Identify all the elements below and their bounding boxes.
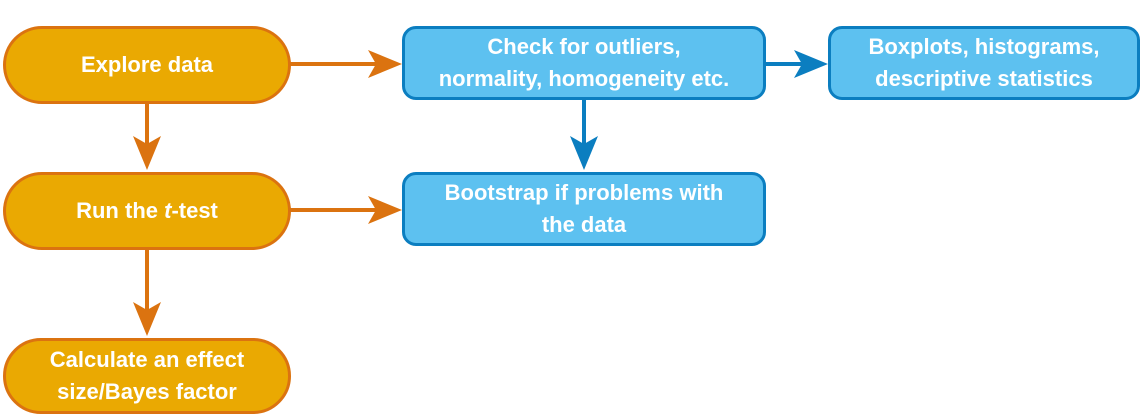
label-part: -test (171, 198, 218, 223)
node-bootstrap: Bootstrap if problems with the data (402, 172, 766, 246)
edge-check-to-bootstrap (570, 100, 598, 170)
arrowhead (133, 136, 161, 170)
edge-explore-to-check (290, 50, 402, 78)
node-run-t-test: Run the t-test (3, 172, 291, 250)
node-calculate-effect-size: Calculate an effect size/Bayes factor (3, 338, 291, 414)
node-calculate-effect-size-label: Calculate an effect size/Bayes factor (49, 347, 245, 404)
label-italic-part: t (164, 198, 172, 223)
arrowhead (133, 302, 161, 336)
arrowhead (368, 196, 402, 224)
node-explore-data: Explore data (3, 26, 291, 104)
edge-ttest-to-effect (133, 248, 161, 336)
node-bootstrap-label: Bootstrap if problems with the data (444, 180, 724, 237)
node-run-t-test-label: Run the t-test (76, 195, 218, 227)
node-check-assumptions: Check for outliers, normality, homogenei… (402, 26, 766, 100)
node-check-assumptions-label: Check for outliers, normality, homogenei… (438, 34, 730, 91)
node-boxplots-histograms-label: Boxplots, histograms, descriptive statis… (868, 34, 1100, 91)
edge-ttest-to-bootstrap (290, 196, 402, 224)
edge-check-to-boxplots (766, 50, 828, 78)
edge-explore-to-ttest (133, 103, 161, 170)
arrowhead (570, 136, 598, 170)
arrowhead (794, 50, 828, 78)
node-explore-data-label: Explore data (80, 52, 214, 77)
node-boxplots-histograms: Boxplots, histograms, descriptive statis… (828, 26, 1140, 100)
arrowhead (368, 50, 402, 78)
label-part: Run the (76, 198, 165, 223)
